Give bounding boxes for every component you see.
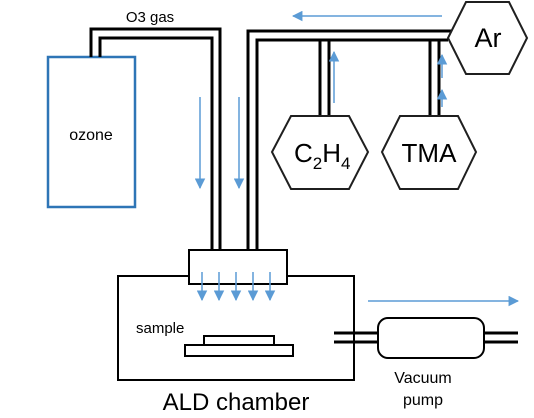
tma-label: TMA bbox=[402, 138, 458, 168]
chamber-label: ALD chamber bbox=[163, 389, 310, 416]
sample-holder bbox=[184, 344, 294, 357]
c2h4-c: C bbox=[294, 138, 313, 168]
o3-gas-pipe bbox=[89, 27, 222, 250]
precursor-pipe bbox=[246, 29, 458, 250]
o3-gas-label: O3 gas bbox=[126, 9, 174, 26]
vacuum-label-line2: pump bbox=[403, 392, 443, 409]
ozone-label: ozone bbox=[69, 127, 113, 144]
sample-label: sample bbox=[136, 320, 184, 337]
flow-arrows bbox=[194, 10, 520, 307]
c2h4-label: C2H4 bbox=[294, 138, 351, 173]
c2h4-sub-2: 2 bbox=[313, 154, 322, 173]
vacuum-label-line1: Vacuum bbox=[394, 370, 452, 387]
ozone-generator-box bbox=[46, 55, 137, 209]
ar-source: Ar bbox=[446, 1, 529, 75]
exhaust-pipe bbox=[334, 331, 518, 344]
tma-source: TMA bbox=[380, 115, 478, 190]
branch-pipes bbox=[318, 40, 441, 117]
sample-wafer bbox=[203, 335, 275, 346]
c2h4-source: C2H4 bbox=[270, 115, 370, 190]
gas-manifold-cover bbox=[188, 249, 288, 285]
c2h4-h: H bbox=[322, 138, 341, 168]
c2h4-sub-4: 4 bbox=[341, 154, 350, 173]
vacuum-pump bbox=[377, 317, 485, 359]
ar-label: Ar bbox=[475, 23, 502, 53]
